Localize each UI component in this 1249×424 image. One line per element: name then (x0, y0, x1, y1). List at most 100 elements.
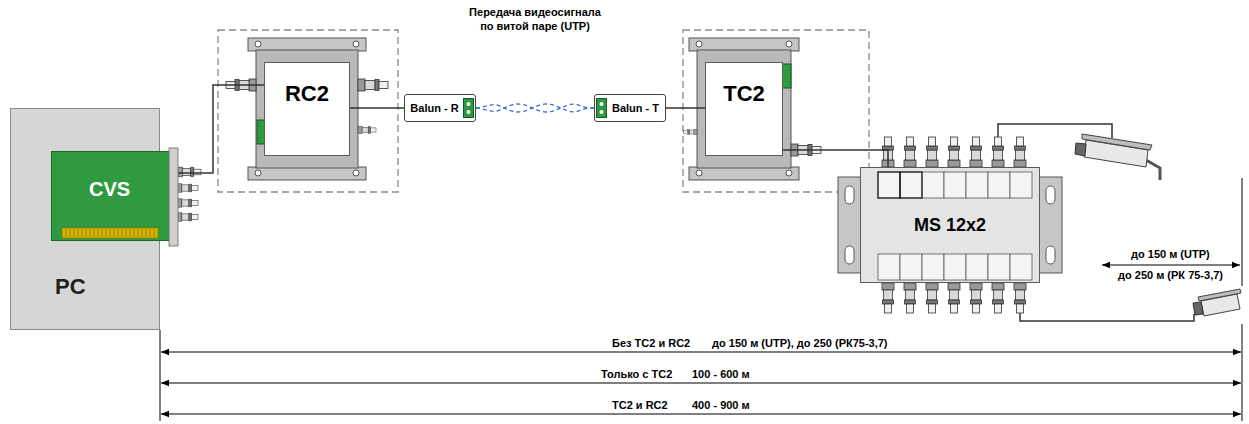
mount-hole (786, 41, 792, 47)
edge-label: Передача видеосигнала по витой паре (UTP… (465, 5, 605, 34)
node-text: Balun - R (410, 102, 458, 115)
drawing-part (988, 254, 1010, 280)
cable-connector (350, 108, 404, 109)
card-contacts (62, 228, 158, 238)
contact-lines (66, 229, 154, 237)
drawing-part (1010, 172, 1032, 198)
drawing-part (1193, 302, 1203, 315)
mount-flange (689, 167, 799, 180)
terminal-screw (466, 101, 471, 106)
bnc-connector (177, 184, 198, 192)
drawing-part (992, 137, 1004, 167)
node-text: Balun - T (612, 102, 659, 115)
cable-connector (178, 85, 264, 173)
mount-hole (353, 41, 359, 47)
drawing-part (992, 283, 1004, 313)
capture-card: CVS (51, 151, 178, 241)
dimension-label: до 150 м (UTP) (1131, 248, 1210, 261)
cable-line (178, 85, 264, 173)
dimension-label: 400 - 900 м (692, 399, 750, 412)
dimension-arrow (161, 383, 1241, 384)
drawing-part (944, 254, 966, 280)
mount-slot (845, 246, 854, 264)
dashed-group (218, 30, 398, 192)
dimension-label: Только с TC2 (601, 368, 672, 381)
mount-hole (255, 41, 261, 47)
drawing-part (904, 137, 916, 167)
drawing-part (948, 137, 960, 167)
cable-line (783, 150, 888, 167)
cable-line (666, 107, 705, 109)
mount-hole (696, 41, 702, 47)
cable-connector (666, 108, 705, 109)
balun-box: Balun - R (404, 94, 476, 122)
drawing-part (878, 172, 900, 198)
mount-hole (353, 170, 359, 176)
device-body (697, 50, 791, 168)
mount-flange (1039, 177, 1062, 273)
bottom-cells (878, 254, 1032, 280)
terminal-body (464, 99, 474, 118)
terminal-screw (599, 101, 604, 106)
camera-symbol (1193, 289, 1241, 316)
drawing-part (970, 283, 982, 313)
dimension-label: до 250 м (РК 75-3,7) (1118, 269, 1223, 282)
drawing-part (922, 254, 944, 280)
drawing-part (904, 283, 916, 313)
extension-line (160, 330, 161, 421)
bnc-connector (177, 167, 201, 177)
drawing-part (970, 137, 982, 167)
terminal-screw (466, 109, 471, 114)
drawing-part (1082, 134, 1152, 150)
drawing-part (966, 172, 988, 198)
dashed-group (683, 30, 869, 192)
balun-box: Balun - T (594, 94, 666, 122)
node-text: TC2 (723, 81, 765, 106)
mount-hole (696, 170, 702, 176)
cable-connector (783, 150, 888, 167)
cell-frame (900, 172, 922, 198)
node-text: PC (55, 274, 86, 299)
dimension-label: Без TC2 и RC2 (612, 337, 690, 350)
mount-flange (689, 38, 799, 51)
terminal-block (596, 98, 607, 118)
cell-frame (878, 172, 900, 198)
node-text: CVS (89, 178, 130, 201)
dimension-label: 100 - 600 м (692, 368, 750, 381)
mount-slot (845, 186, 854, 204)
bnc-row-top (882, 137, 1026, 167)
card-bracket (169, 148, 178, 246)
dimension-arrow (161, 414, 1241, 415)
drawing-part (882, 283, 894, 313)
mount-hole (786, 170, 792, 176)
drawing-part (944, 172, 966, 198)
mount-slot (1046, 246, 1055, 264)
cable-line (476, 104, 594, 112)
drawing-part (926, 137, 938, 167)
drawing-part (1075, 143, 1086, 156)
drawing-part (1010, 254, 1032, 280)
bnc-connector (177, 199, 198, 207)
top-cells (878, 172, 1032, 198)
bnc-connector (358, 126, 376, 133)
switch-box: MS 12x2 (860, 167, 1040, 283)
drawing-part (1198, 289, 1241, 301)
mount-slot (1046, 186, 1055, 204)
mount-flange (248, 167, 366, 180)
dimension-label: до 150 м (UTP), до 250 (РК75-3,7) (712, 337, 888, 350)
terminal-screw (599, 109, 604, 114)
drawing-part (1146, 160, 1160, 180)
bnc-row-bottom (882, 283, 1026, 313)
computer-box: PC CVS (10, 108, 160, 330)
terminal-block (463, 98, 474, 118)
dimension-arrow (161, 352, 1241, 353)
camera-cable (1020, 313, 1194, 321)
node-text: MS 12x2 (914, 215, 986, 236)
drawing-part (900, 172, 922, 198)
cable-line (350, 107, 404, 109)
drawing-part (1014, 283, 1026, 313)
